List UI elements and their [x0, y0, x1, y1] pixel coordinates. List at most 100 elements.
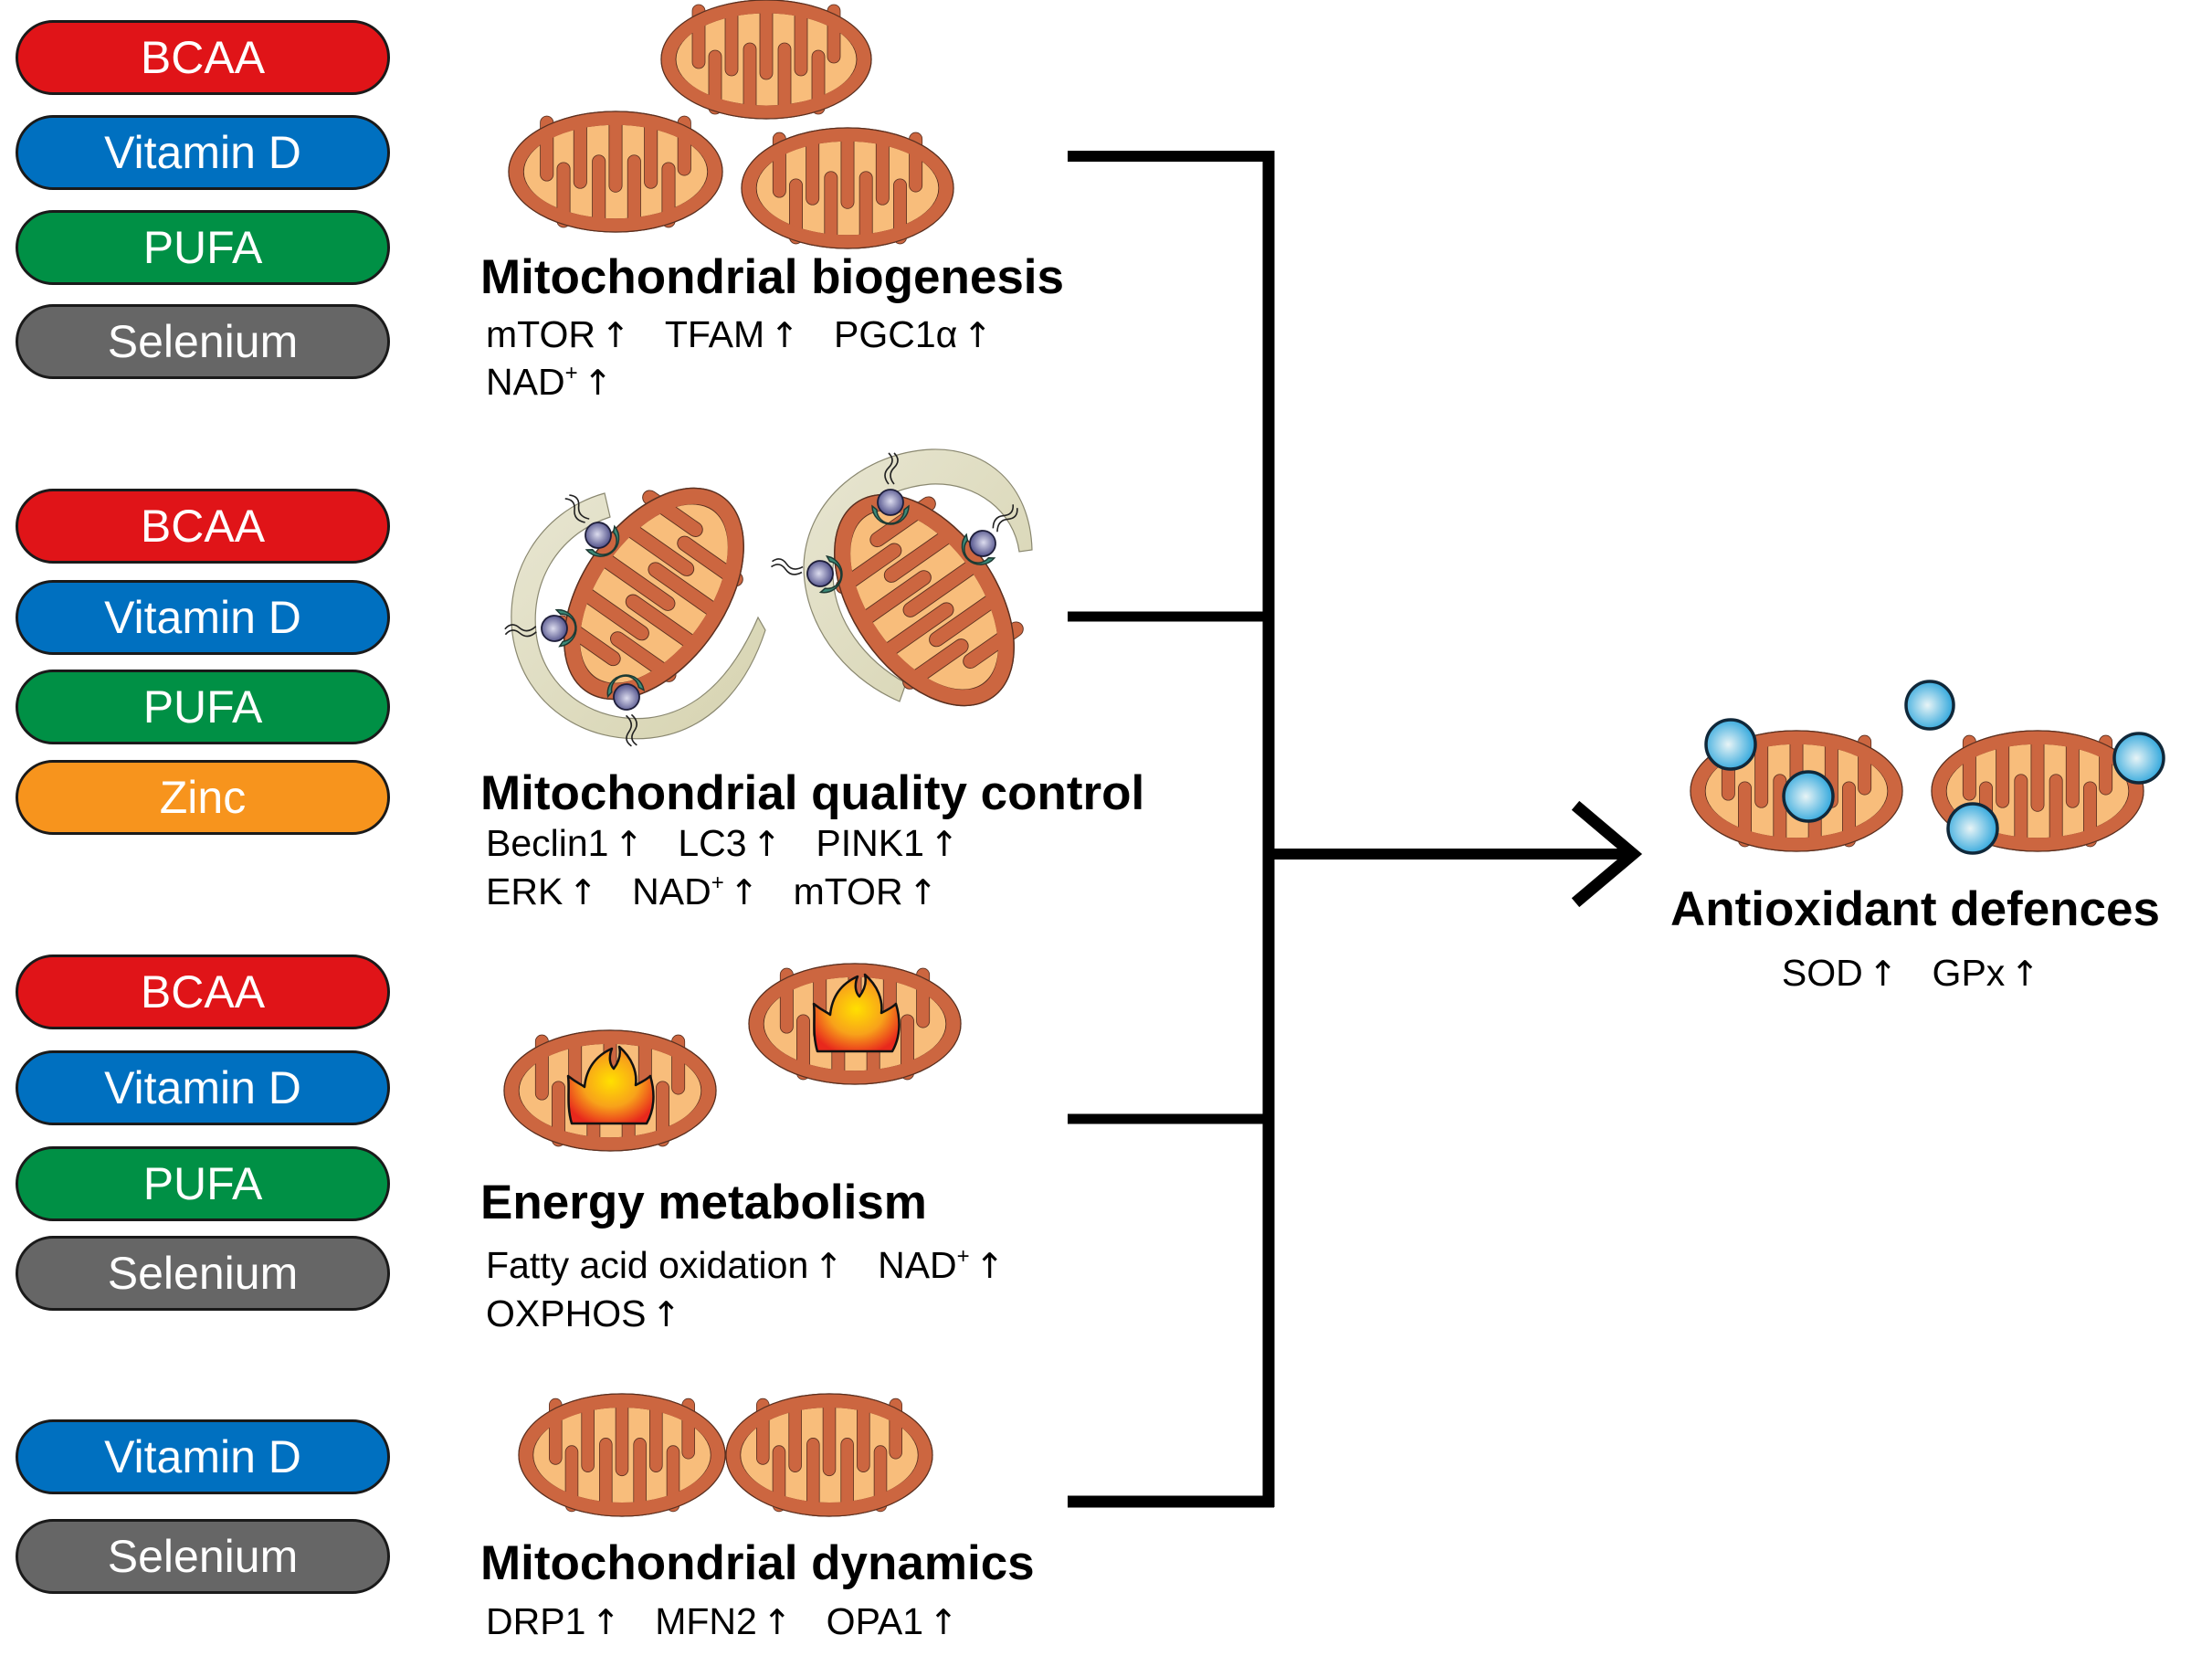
mitochondrion-icon [725, 1393, 933, 1517]
marker-label: mTOR [793, 870, 903, 912]
antioxidant-illustration [1690, 680, 2165, 855]
up-arrow-icon: ↑ [908, 871, 938, 912]
antioxidant-molecule-icon [1704, 718, 1757, 771]
marker-label: SOD [1781, 951, 1863, 994]
marker-label: MFN2 [655, 1599, 757, 1642]
marker-label: DRP1 [486, 1599, 586, 1642]
antioxidant-molecule-icon [1946, 802, 1999, 855]
marker-tfam: TFAM↑ [665, 313, 799, 355]
up-arrow-icon: ↑ [974, 1245, 1005, 1286]
nutrient-pill-selenium: Selenium [16, 1519, 390, 1594]
up-arrow-icon: ↑ [762, 1601, 792, 1642]
up-arrow-icon: ↑ [929, 823, 959, 864]
marker-pgc1-: PGC1α↑ [834, 313, 992, 355]
up-arrow-icon: ↑ [963, 314, 993, 355]
phagophore-icon [511, 492, 766, 740]
marker-label: TFAM [664, 312, 765, 355]
receptor-icon [771, 554, 843, 594]
marker-pink1: PINK1↑ [816, 822, 958, 864]
up-arrow-icon: ↑ [600, 314, 630, 355]
receptor-icon [961, 504, 1018, 565]
marker-erk: ERK↑ [486, 870, 597, 912]
mitochondrion-icon [834, 493, 1024, 707]
nutrient-pill-bcaa: BCAA [16, 955, 390, 1029]
dynamics-illustration [518, 1393, 933, 1517]
nutrient-pill-vitamin-d: Vitamin D [16, 1050, 390, 1125]
nutrient-pill-selenium: Selenium [16, 1236, 390, 1311]
marker-label: GPx [1932, 951, 2006, 994]
marker-row: DRP1↑MFN2↑OPA1↑ [486, 1600, 958, 1642]
up-arrow-icon: ↑ [1868, 953, 1898, 994]
nutrient-pill-bcaa: BCAA [16, 20, 390, 95]
nutrient-pill-pufa: PUFA [16, 210, 390, 285]
receptor-icon [564, 494, 620, 557]
marker-gpx: GPx↑ [1933, 952, 2040, 994]
flame-icon [566, 1045, 655, 1125]
energy-metabolism-illustration [503, 963, 962, 1152]
marker-drp1: DRP1↑ [486, 1600, 620, 1642]
up-arrow-icon: ↑ [614, 823, 644, 864]
receptor-icon [871, 452, 910, 525]
section-title-dynamics: Mitochondrial dynamics [480, 1536, 1035, 1591]
mitochondrion-icon [518, 1393, 726, 1517]
up-arrow-icon: ↑ [770, 314, 799, 355]
marker-label: ERK [486, 870, 564, 912]
marker-row: ERK↑NAD+↑mTOR↑ [486, 870, 938, 912]
marker-oxphos: OXPHOS↑ [486, 1292, 680, 1334]
outcome-title: Antioxidant defences [1670, 882, 2160, 937]
marker-mtor: mTOR↑ [794, 870, 938, 912]
convergence-bracket [1068, 151, 1643, 1508]
antioxidant-molecule-icon [1782, 770, 1835, 823]
nutrient-pill-selenium: Selenium [16, 304, 390, 379]
outcome-marker-row: SOD↑GPx↑ [1782, 952, 2040, 994]
marker-label: PINK1 [816, 821, 924, 864]
marker-nad-: NAD+↑ [486, 361, 612, 403]
marker-label: mTOR [486, 312, 595, 355]
marker-lc3: LC3↑ [678, 822, 781, 864]
mitophagy-illustration [504, 448, 1033, 747]
marker-label: Beclin1 [486, 821, 609, 864]
marker-label: OPA1 [826, 1599, 924, 1642]
marker-mtor: mTOR↑ [486, 313, 630, 355]
marker-label: LC3 [678, 821, 747, 864]
flame-icon [812, 973, 901, 1053]
marker-row: Beclin1↑LC3↑PINK1↑ [486, 821, 959, 864]
marker-mfn2: MFN2↑ [655, 1600, 791, 1642]
marker-opa1: OPA1↑ [827, 1600, 958, 1642]
section-title-biogenesis: Mitochondrial biogenesis [480, 250, 1065, 305]
marker-label: NAD+ [486, 360, 578, 403]
section-title-quality-control: Mitochondrial quality control [480, 766, 1145, 821]
antioxidant-molecule-icon [1904, 680, 1955, 731]
up-arrow-icon: ↑ [651, 1293, 681, 1334]
nutrient-pill-zinc: Zinc [16, 760, 390, 835]
nutrient-pill-vitamin-d: Vitamin D [16, 580, 390, 655]
up-arrow-icon: ↑ [2010, 953, 2040, 994]
mitochondrion-icon [660, 0, 872, 120]
biogenesis-illustration [508, 0, 954, 249]
up-arrow-icon: ↑ [929, 1601, 958, 1642]
marker-sod: SOD↑ [1782, 952, 1898, 994]
marker-row: NAD+↑ [486, 361, 612, 403]
up-arrow-icon: ↑ [752, 823, 782, 864]
nutrient-pill-pufa: PUFA [16, 1146, 390, 1221]
nutrient-pill-bcaa: BCAA [16, 489, 390, 564]
marker-row: OXPHOS↑ [486, 1292, 680, 1334]
mitochondrion-icon [554, 487, 744, 701]
marker-label: OXPHOS [486, 1292, 647, 1334]
receptor-icon [504, 608, 577, 648]
marker-fatty-acid-oxidation: Fatty acid oxidation↑ [486, 1244, 843, 1286]
nutrient-pill-vitamin-d: Vitamin D [16, 1419, 390, 1494]
up-arrow-icon: ↑ [591, 1601, 621, 1642]
mitochondrion-icon [1931, 730, 2144, 852]
antioxidant-molecule-icon [2112, 732, 2165, 785]
marker-row: mTOR↑TFAM↑PGC1α↑ [486, 313, 992, 355]
marker-row: Fatty acid oxidation↑ NAD+↑ [486, 1243, 1005, 1286]
nutrient-pill-vitamin-d: Vitamin D [16, 115, 390, 190]
marker-label: PGC1α [833, 312, 958, 355]
nutrient-pill-pufa: PUFA [16, 670, 390, 744]
up-arrow-icon: ↑ [729, 871, 759, 912]
marker-label: NAD+ [632, 870, 724, 912]
mitochondrion-icon [741, 127, 954, 249]
marker-label: NAD+ [878, 1243, 970, 1286]
